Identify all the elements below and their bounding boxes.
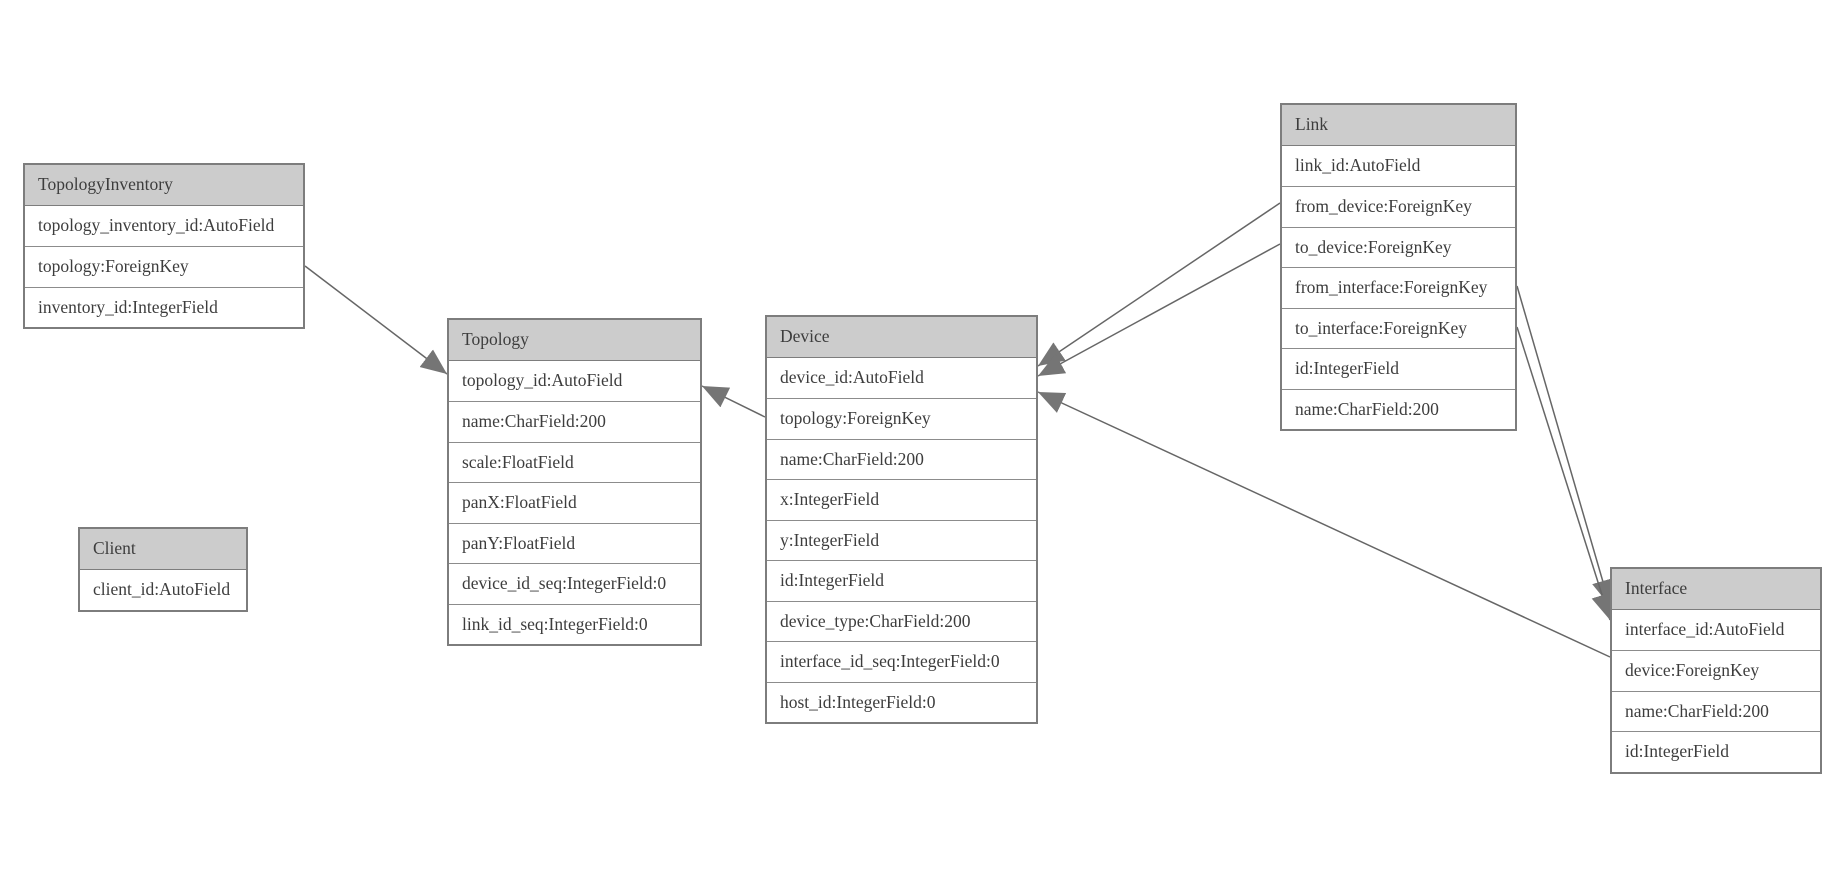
entity-field-row: panY:FloatField — [449, 522, 700, 563]
entity-field-row: name:CharField:200 — [1612, 690, 1820, 731]
entity-field-row: y:IntegerField — [767, 519, 1036, 560]
entity-title-interface: Interface — [1612, 569, 1820, 610]
entity-field-row: scale:FloatField — [449, 441, 700, 482]
entity-field-row: topology_id:AutoField — [449, 360, 700, 401]
entity-field-row: to_interface:ForeignKey — [1282, 307, 1515, 348]
entity-field-row: topology_inventory_id:AutoField — [25, 205, 303, 246]
relationship-line — [1037, 202, 1281, 367]
entity-field-row: x:IntegerField — [767, 479, 1036, 520]
entity-field-row: from_interface:ForeignKey — [1282, 267, 1515, 308]
entity-field-row: device_id:AutoField — [767, 357, 1036, 398]
entity-field-row: link_id:AutoField — [1282, 145, 1515, 186]
entity-field-row: panX:FloatField — [449, 482, 700, 523]
entity-title-link: Link — [1282, 105, 1515, 146]
entity-field-row: name:CharField:200 — [449, 401, 700, 442]
entity-field-row: client_id:AutoField — [80, 569, 246, 610]
entity-field-row: id:IntegerField — [1612, 731, 1820, 772]
entity-field-row: interface_id_seq:IntegerField:0 — [767, 641, 1036, 682]
entity-field-row: id:IntegerField — [767, 560, 1036, 601]
entity-field-row: inventory_id:IntegerField — [25, 286, 303, 327]
entity-field-row: name:CharField:200 — [767, 438, 1036, 479]
relationship-line — [304, 265, 448, 375]
entity-field-row: topology:ForeignKey — [767, 398, 1036, 439]
entity-title-topology-inventory: TopologyInventory — [25, 165, 303, 206]
entity-field-row: name:CharField:200 — [1282, 388, 1515, 429]
entity-field-row: device_type:CharField:200 — [767, 600, 1036, 641]
entity-field-row: id:IntegerField — [1282, 348, 1515, 389]
entity-field-row: device_id_seq:IntegerField:0 — [449, 563, 700, 604]
entity-field-row: from_device:ForeignKey — [1282, 186, 1515, 227]
entity-title-client: Client — [80, 529, 246, 570]
relationship-line — [1037, 243, 1281, 377]
relationship-line — [1037, 391, 1611, 658]
relationship-line — [701, 385, 766, 418]
entity-title-topology: Topology — [449, 320, 700, 361]
relationship-line — [1516, 326, 1613, 621]
entity-field-row: host_id:IntegerField:0 — [767, 681, 1036, 722]
relationship-line — [1516, 285, 1614, 607]
entity-field-row: link_id_seq:IntegerField:0 — [449, 603, 700, 644]
entity-field-row: interface_id:AutoField — [1612, 609, 1820, 650]
entity-title-device: Device — [767, 317, 1036, 358]
entity-field-row: device:ForeignKey — [1612, 650, 1820, 691]
entity-field-row: to_device:ForeignKey — [1282, 226, 1515, 267]
entity-field-row: topology:ForeignKey — [25, 246, 303, 287]
